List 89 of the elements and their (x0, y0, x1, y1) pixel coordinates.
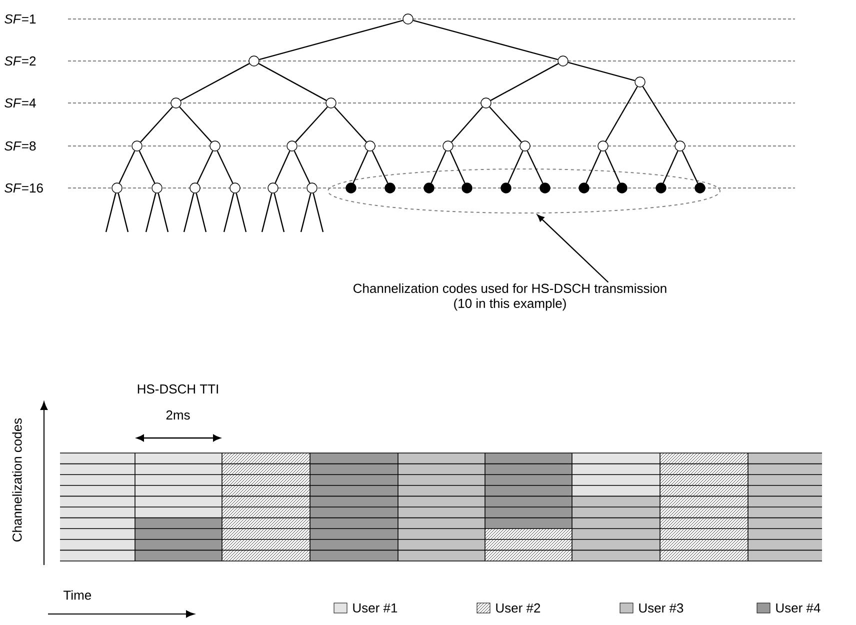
code-node (112, 182, 122, 194)
tree-branch (300, 193, 312, 232)
callout-text: Channelization codes used for HS-DSCH transmission (10 in this example) (354, 283, 666, 311)
tree-branch (258, 63, 327, 101)
tree-branch (183, 193, 194, 232)
tti-label: HS-DSCH TTI (138, 384, 218, 394)
tree-branch (259, 20, 403, 60)
tree-branch (413, 20, 558, 60)
tree-branch (568, 62, 635, 82)
code-node (634, 76, 646, 88)
code-node (326, 98, 336, 108)
tree-branch (372, 150, 388, 184)
legend-label: User #4 (776, 603, 820, 613)
code-node (656, 182, 666, 194)
tree-branch (662, 150, 678, 184)
tree-branch (489, 106, 522, 142)
tree-branch (604, 150, 620, 184)
dashed-ellipse (328, 168, 720, 214)
code-node (306, 182, 318, 194)
tree-branch (526, 150, 544, 184)
tree-branch (312, 193, 324, 232)
tree-branch (196, 150, 214, 184)
tree-branch (334, 106, 367, 142)
code-node (364, 140, 376, 152)
spreading-factor-label: SF=1 (4, 14, 36, 24)
tree-branch (352, 150, 368, 184)
code-node (500, 182, 512, 194)
tree-branch (605, 86, 638, 142)
code-node (480, 98, 492, 108)
code-node (190, 182, 200, 194)
tree-branch (508, 150, 524, 184)
tree-branch (642, 86, 678, 142)
code-node (286, 140, 298, 152)
code-node (616, 182, 628, 194)
legend-label: User #3 (639, 603, 684, 613)
tree-branch (118, 150, 136, 184)
tree-branch (179, 106, 212, 142)
tree-branch (138, 150, 156, 184)
axis-label: Channelization codes (12, 418, 22, 542)
legend-label: User #2 (496, 603, 540, 613)
tree-branch (223, 193, 234, 232)
tree-branch (118, 193, 129, 232)
spreading-factor-label: SF=8 (4, 141, 36, 151)
code-node (230, 182, 240, 194)
spreading-factor-label: SF=2 (4, 56, 36, 66)
tree-branch (216, 150, 234, 184)
tree-branch (295, 106, 328, 142)
code-node (132, 140, 142, 152)
code-node (248, 56, 260, 66)
tree-branch (274, 193, 285, 232)
code-node (152, 182, 162, 194)
code-node (578, 182, 590, 194)
code-node (540, 182, 550, 194)
code-node (598, 140, 608, 152)
tree-branch (451, 106, 483, 142)
legend-label: User #1 (353, 603, 398, 613)
code-node (268, 182, 278, 194)
spreading-factor-label: SF=4 (4, 98, 36, 108)
tree-branch (586, 150, 602, 184)
code-node (520, 140, 530, 152)
tree-branch (145, 193, 156, 232)
tree-branch (274, 150, 290, 184)
code-node (402, 14, 414, 24)
code-node (694, 182, 706, 194)
tree-branch (140, 106, 173, 142)
code-node (674, 140, 686, 152)
leader-arrow (537, 214, 609, 283)
spreading-factor-label: SF=16 (4, 183, 43, 193)
code-node (346, 182, 356, 194)
tree-branch (105, 193, 116, 232)
tree-branch (196, 193, 207, 232)
tree-branch (261, 193, 272, 232)
tree-branch (158, 193, 169, 232)
code-node (462, 182, 472, 194)
tree-branch (490, 63, 559, 101)
tree-branch (430, 150, 446, 184)
code-node (384, 182, 396, 194)
code-node (210, 140, 220, 152)
code-node (170, 98, 182, 108)
tree-branch (236, 193, 247, 232)
code-node (424, 182, 434, 194)
tree-branch (682, 150, 698, 184)
tree-branch (180, 63, 250, 101)
tree-branch (294, 150, 310, 184)
code-node (558, 56, 568, 66)
axis-label: Time (64, 590, 92, 600)
code-node (442, 140, 454, 152)
duration-label: 2ms (166, 410, 190, 420)
tree-branch (450, 150, 466, 184)
